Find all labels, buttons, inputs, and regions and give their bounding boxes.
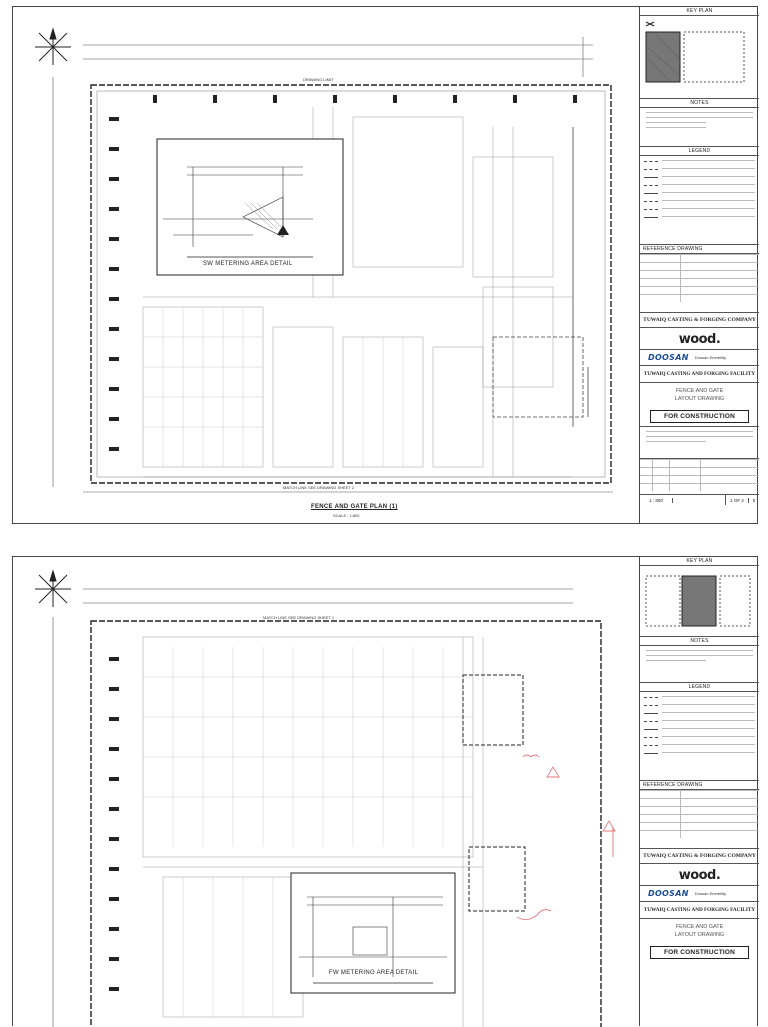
drawing-sheet-1: SW METERING AREA DETAIL DRAWING LIMIT MA… [12,6,759,524]
contractor-section: DOOSAN Doosan Enerbility [640,350,759,366]
plan-scale: SCALE : 1:800 [333,513,360,518]
notes-heading-2: NOTES [640,637,759,646]
key-plan-heading: KEY PLAN [640,7,759,16]
key-plan-section-2: KEY PLAN [640,557,759,637]
disclaimer-section [640,431,759,459]
north-arrow-icon [35,569,71,607]
contractor-section-2: DOOSAN Doosan Enerbility [640,886,759,902]
wood-logo: wood. [678,332,721,347]
metering-detail-inset-2 [290,872,456,994]
drawing-title-line2: LAYOUT DRAWING [674,396,725,402]
plan-title: FENCE AND GATE PLAN (1) [311,504,398,510]
doosan-subtitle-2: Doosan Enerbility [694,891,727,896]
key-plan-graphic [645,21,745,83]
north-arrow-icon [35,27,71,65]
detail-title-fw: FW METERING AREA DETAIL [329,970,419,976]
sheet-info-row: 1 : 800 1 OF 2 0 [640,495,759,505]
key-plan-graphic-2 [645,575,751,627]
owner-section: TUWAIQ CASTING & FORGING COMPANY [640,313,759,328]
key-plan-heading-2: KEY PLAN [640,557,759,566]
owner-section-2: TUWAIQ CASTING & FORGING COMPANY [640,849,759,864]
project-section-2: TUWAIQ CASTING AND FORGING FACILITY [640,902,759,919]
drawing-title-section-2: FENCE AND GATE LAYOUT DRAWING FOR CONSTR… [640,919,759,959]
owner-name-2: TUWAIQ CASTING & FORGING COMPANY [643,853,756,859]
reference-drawing-section: REFERENCE DRAWING [640,245,759,313]
notes-heading: NOTES [640,99,759,108]
doosan-logo-2: DOOSAN [648,889,689,898]
drawing-title-line2-2: LAYOUT DRAWING [674,932,725,938]
legend-heading-2: LEGEND [640,683,759,692]
revision-table [640,459,759,495]
project-section: TUWAIQ CASTING AND FORGING FACILITY [640,366,759,383]
project-name: TUWAIQ CASTING AND FORGING FACILITY [643,371,756,377]
site-plan-drawing [35,27,613,493]
key-plan-section: KEY PLAN [640,7,759,99]
detail-title-sw: SW METERING AREA DETAIL [203,261,293,267]
status-stamp-2: FOR CONSTRUCTION [650,946,749,959]
reference-drawing-heading: REFERENCE DRAWING [640,245,759,254]
top-matchline-label: MATCH LINE SEE DRAWING SHEET 1 [263,615,335,620]
sheet-number-cell: 1 OF 2 [726,497,749,503]
owner-name: TUWAIQ CASTING & FORGING COMPANY [643,317,756,323]
reference-drawing-section-2: REFERENCE DRAWING [640,781,759,849]
title-block-2: KEY PLAN NOTES LEGEND REFERENCE DRAWING [639,557,759,1026]
metering-detail-inset [156,138,344,276]
revision-cell: 0 [752,497,756,503]
notes-section: NOTES [640,99,759,147]
legend-heading: LEGEND [640,147,759,156]
bottom-matchline-label: MATCH LINE SEE DRAWING SHEET 2 [283,485,355,490]
consultant-section: wood. [640,328,759,350]
project-name-2: TUWAIQ CASTING AND FORGING FACILITY [643,907,756,913]
consultant-section-2: wood. [640,864,759,886]
doosan-subtitle: Doosan Enerbility [694,355,727,360]
title-block: KEY PLAN NOTES LEGEND [639,7,759,523]
drawing-title-line1: FENCE AND GATE [675,388,724,394]
top-drawing-limit-label: DRAWING LIMIT [303,77,334,82]
legend-section-2: LEGEND [640,683,759,781]
site-plan-drawing-2 [35,569,616,1027]
reference-drawing-heading-2: REFERENCE DRAWING [640,781,759,790]
wood-logo-2: wood. [678,868,721,883]
legend-section: LEGEND [640,147,759,245]
notes-section-2: NOTES [640,637,759,683]
scale-cell: 1 : 800 [640,497,673,503]
drawing-sheet-2: FW METERING AREA DETAIL MATCH LINE SEE D… [12,556,759,1027]
revision-cloud-marks [516,754,616,920]
doosan-logo: DOOSAN [648,353,689,362]
status-stamp: FOR CONSTRUCTION [650,410,749,423]
drawing-title-line1-2: FENCE AND GATE [675,924,724,930]
drawing-title-section: FENCE AND GATE LAYOUT DRAWING FOR CONSTR… [640,383,759,427]
